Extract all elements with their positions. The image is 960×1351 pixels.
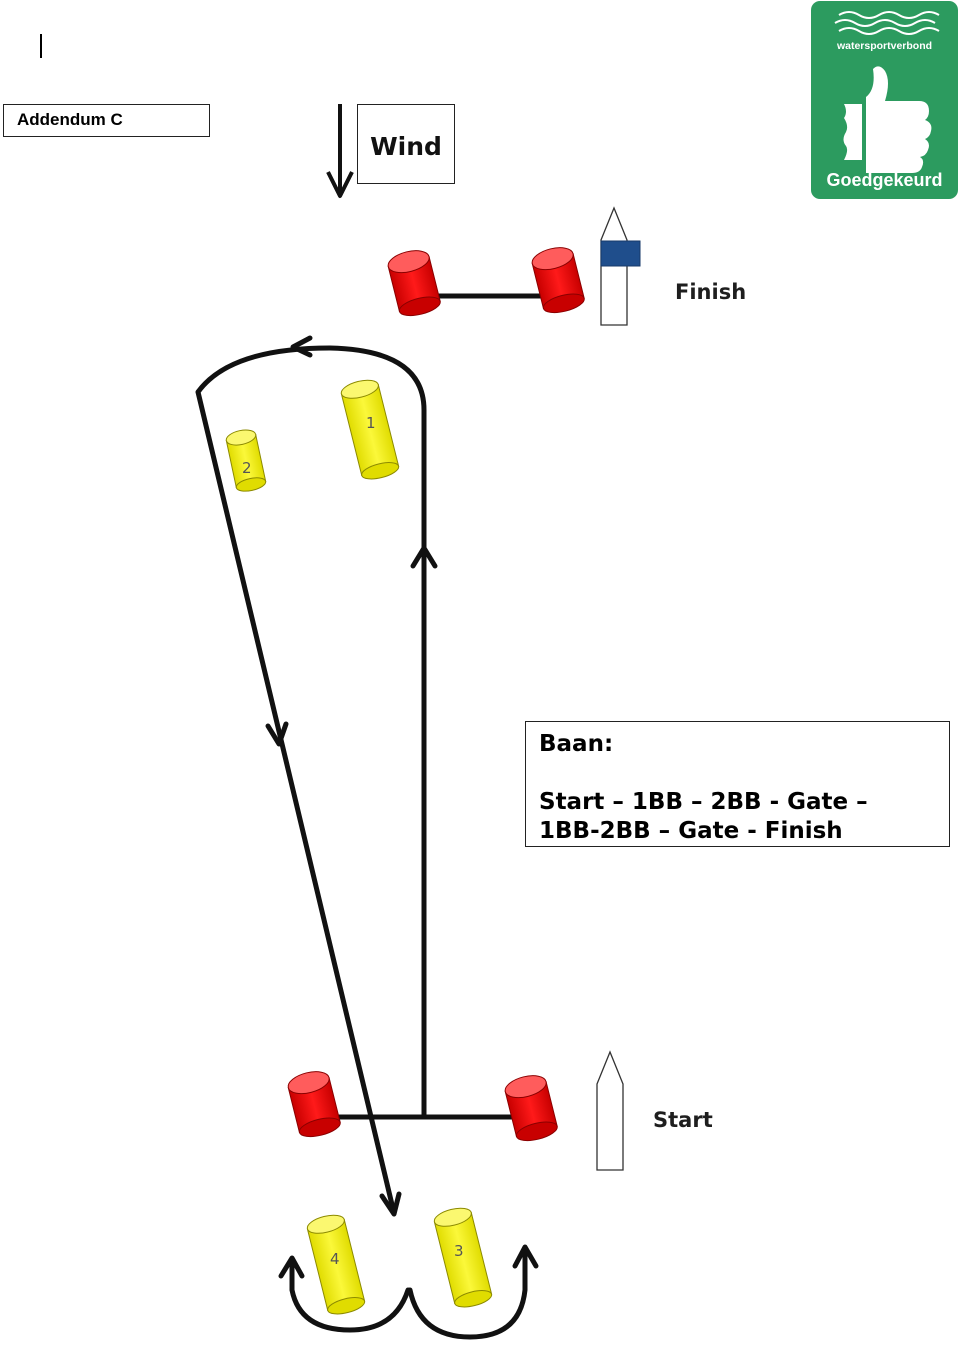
thumbs-up-icon: [843, 66, 932, 173]
course-arrows: [265, 335, 539, 1279]
downwind-arrow-icon: [265, 721, 289, 747]
course-line-2: 1BB-2BB – Gate - Finish: [539, 818, 843, 844]
finish-boat-icon: [600, 206, 641, 326]
gate-right-arrow-icon: [512, 1244, 539, 1269]
mark-1-label: 1: [366, 414, 376, 432]
course-path: [195, 345, 528, 1340]
course-line-1: Start – 1BB – 2BB - Gate –: [539, 789, 868, 815]
addendum-label: Addendum C: [3, 104, 210, 137]
gate-arrow-icon: [379, 1191, 402, 1217]
mark-4-label: 4: [330, 1250, 340, 1268]
badge-artwork: [834, 11, 940, 173]
finish-label: Finish: [675, 280, 747, 304]
text-cursor: [40, 34, 42, 58]
finish-buoy-left: [387, 250, 441, 317]
course-title: Baan:: [539, 731, 614, 757]
goedgekeurd-badge: watersportverbond Goedgekeurd: [811, 1, 958, 199]
badge-seal-text: Goedgekeurd: [826, 170, 943, 190]
start-boat-icon: [596, 1050, 624, 1171]
mark-2-label: 2: [242, 459, 252, 477]
course-description: Baan: Start – 1BB – 2BB - Gate – 1BB-2BB…: [525, 721, 950, 847]
start-label: Start: [653, 1108, 713, 1132]
mark-1: 1: [340, 379, 400, 480]
gate-left-arrow-icon: [278, 1255, 305, 1279]
wind-label: Wind: [357, 104, 455, 184]
start-buoy-right: [504, 1075, 558, 1142]
badge-org-name: watersportverbond: [836, 40, 933, 52]
upwind-arrow-icon: [410, 545, 438, 569]
top-mark-arrow-icon: [290, 335, 313, 358]
wind-arrow: [326, 104, 354, 198]
mark-3: 3: [433, 1207, 493, 1308]
mark-4: 4: [306, 1214, 366, 1315]
finish-buoy-right: [531, 247, 585, 314]
start-buoy-left: [287, 1071, 341, 1138]
mark-2: 2: [225, 429, 267, 492]
mark-3-label: 3: [454, 1242, 464, 1260]
